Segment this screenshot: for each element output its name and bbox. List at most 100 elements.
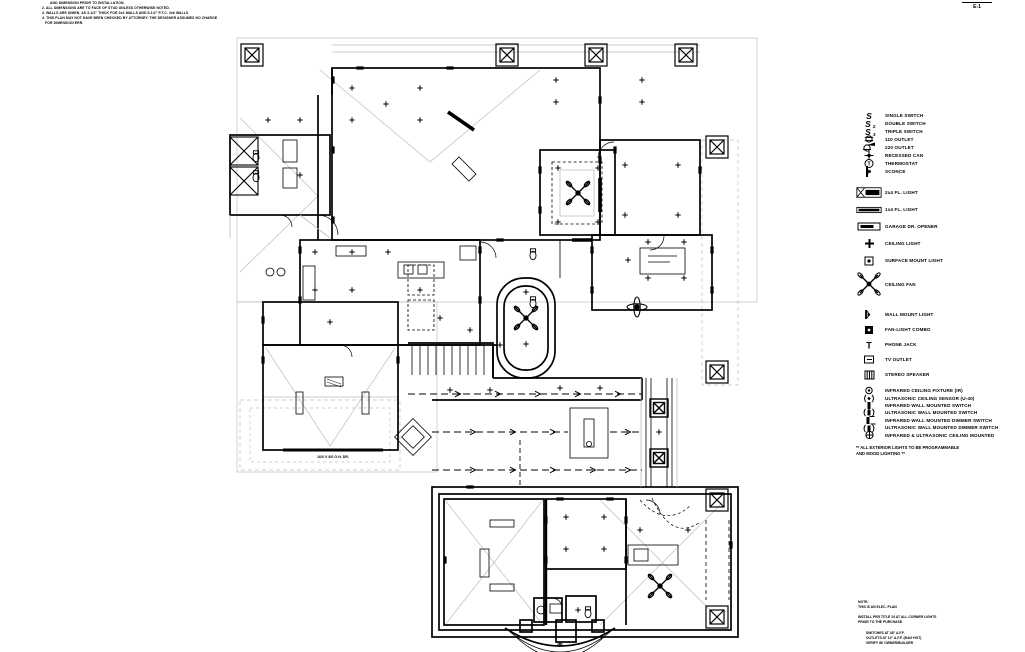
legend-item: SURFACE MOUNT LIGHT [856, 252, 1006, 269]
outlet-220-icon [856, 142, 882, 152]
legend-label: FAN-LIGHT COMBO [885, 327, 931, 332]
fl-light-1x4-icon [856, 206, 882, 214]
legend-label: ULTRASONIC WALL MOUNTED SWITCH [885, 410, 978, 416]
ir-ceiling-fixture-icon [856, 386, 882, 395]
fl-light-2x4-icon [856, 186, 882, 199]
accent-walls [446, 110, 602, 242]
interior-details [229, 139, 730, 615]
legend-label: SCONCE [885, 168, 906, 174]
legend-label: CEILING FAN [885, 281, 916, 287]
svg-text:S: S [866, 111, 872, 120]
legend-group: INFRARED CEILING FIXTURE (IR)ULTRASONIC … [856, 386, 1006, 440]
legend-label: STEREO SPEAKER [885, 372, 930, 377]
wall-mount-light-icon [856, 309, 882, 320]
legend-item: INFRARED WALL MOUNTED DIMMER SWITCH [856, 415, 1006, 425]
legend-label: PHONE JACK [885, 342, 917, 347]
ceiling-fan-symbols [512, 179, 674, 600]
garage-door-opener-icon [856, 222, 882, 231]
legend-item: 1x4 FL. LIGHT [856, 201, 1006, 218]
legend-item: WALL MOUNT LIGHT [856, 307, 1006, 322]
legend-label: DOUBLE SWITCH [885, 120, 926, 126]
us-ceiling-sensor-icon [856, 394, 882, 403]
electrical-note-line: PRIOR TO THE PURCHASE. [858, 620, 903, 625]
legend-group: WALL MOUNT LIGHT FAN-LIGHT COMBO T PHONE JA… [856, 307, 1006, 382]
phone-jack-icon: T [856, 340, 882, 350]
general-note-line: AND DIMENSION PRIOR TO INSTALLATION. [50, 1, 125, 5]
legend-label: GARAGE DR. OPENER [885, 224, 938, 229]
ceiling-light-icon [856, 238, 882, 249]
fan-light-combo-icon [856, 325, 882, 335]
legend-item: TV OUTLET [856, 352, 1006, 367]
legend-item: GARAGE DR. OPENER [856, 218, 1006, 235]
column-symbols [229, 43, 729, 629]
circuit-arrow-lines [408, 390, 642, 487]
electrical-note-line: THIS IS AN ELEC. PLAN [858, 605, 897, 610]
legend-label: 220 OUTLET [885, 144, 914, 150]
thermostat-icon: T [856, 158, 882, 169]
legend-item: CEILING FAN [856, 269, 1006, 299]
legend-label: INFRARED WALL MOUNTED DIMMER SWITCH [885, 417, 992, 423]
legend-item: CEILING LIGHT [856, 235, 1006, 252]
us-wall-dimmer-icon [856, 423, 882, 433]
legend-item: T THERMOSTAT [856, 158, 1006, 169]
outlet-110-icon [856, 134, 882, 144]
svg-text:T: T [867, 161, 871, 167]
sheet-number: E-1 [962, 2, 992, 10]
legend-label: RECESSED CAN [885, 152, 924, 158]
legend-item: INFRARED CEILING FIXTURE (IR) [856, 386, 1006, 395]
sconce-icon [856, 165, 882, 178]
legend-label: ULTRASONIC CEILING SENSOR (U-40) [885, 395, 975, 401]
single-switch-icon: S [856, 111, 882, 120]
general-note-line: 4. THIS PLAN MAY NOT HAVE BEEN CHECKED B… [42, 15, 218, 20]
ir-wall-dimmer-icon [856, 415, 882, 425]
door-swings [279, 141, 701, 609]
svg-text:S: S [865, 119, 871, 128]
legend-label: INFRARED & ULTRASONIC CEILING MOUNTED [885, 432, 995, 438]
casita-walls [431, 486, 739, 652]
stereo-speaker-icon [856, 370, 882, 380]
legend-item: INFRARED & ULTRASONIC CEILING MOUNTED [856, 430, 1006, 440]
general-note-line: 2. ALL DIMENSIONS ARE TO FACE OF STUD UN… [42, 5, 170, 10]
legend-item: 220 OUTLET [856, 142, 1006, 152]
electrical-note-line: SWITCHES AT 48" A.F.F. [864, 630, 905, 635]
legend-item: SCONCE [856, 165, 1006, 178]
svg-text:3: 3 [873, 132, 876, 136]
tv-outlet-icon [856, 355, 882, 364]
general-notes: AND DIMENSION PRIOR TO INSTALLATION.2. A… [42, 1, 302, 26]
legend-label: THERMOSTAT [885, 160, 918, 166]
legend-footnote: ** ALL EXTERIOR LIGHTS TO BE PROGRAMMABL… [856, 444, 960, 457]
svg-text:S: S [865, 127, 871, 136]
svg-text:T: T [866, 340, 872, 350]
main-house-walls [229, 67, 713, 451]
legend-item: INFRARED WALL MOUNTED SWITCH [856, 401, 1006, 410]
electrical-note-line: INSTALL PER TITLE 24 AT ALL CORNER LIGHT… [858, 615, 937, 620]
legend-label: TRIPLE SWITCH [885, 128, 923, 134]
legend-item: FAN-LIGHT COMBO [856, 322, 1006, 337]
electrical-notes: NOTE:THIS IS AN ELEC. PLAN INSTALL PER T… [858, 600, 1008, 646]
electrical-notes-heading: NOTE: [858, 600, 869, 604]
electrical-note-line: VERIFY W/ OWNER/BUILDER [864, 640, 914, 645]
legend-item: ULTRASONIC WALL MOUNTED DIMMER SWITCH [856, 423, 1006, 433]
legend-label: TV OUTLET [885, 357, 912, 362]
legend-label: INFRARED CEILING FIXTURE (IR) [885, 388, 963, 394]
recessed-can-icon [856, 150, 882, 161]
ceiling-fan-icon [856, 271, 882, 297]
legend-item: STEREO SPEAKER [856, 367, 1006, 382]
ir-wall-switch-icon [856, 401, 882, 410]
legend-label: INFRARED WALL MOUNTED SWITCH [885, 402, 972, 408]
legend-label: CEILING LIGHT [885, 241, 921, 246]
surface-mount-light-icon [856, 256, 882, 266]
garage-door-label: 16/0 X 8/0 O.H. DR. [317, 455, 349, 459]
legend-label: WALL MOUNT LIGHT [885, 312, 934, 317]
legend-label: 110 OUTLET [885, 136, 914, 142]
legend-item: ULTRASONIC CEILING SENSOR (U-40) [856, 394, 1006, 403]
legend-item: T PHONE JACK [856, 337, 1006, 352]
legend-item: 110 OUTLET [856, 135, 1006, 143]
legend-label: 2x4 FL. LIGHT [885, 190, 918, 195]
svg-text:2: 2 [873, 124, 876, 128]
legend-label: SURFACE MOUNT LIGHT [885, 258, 943, 263]
